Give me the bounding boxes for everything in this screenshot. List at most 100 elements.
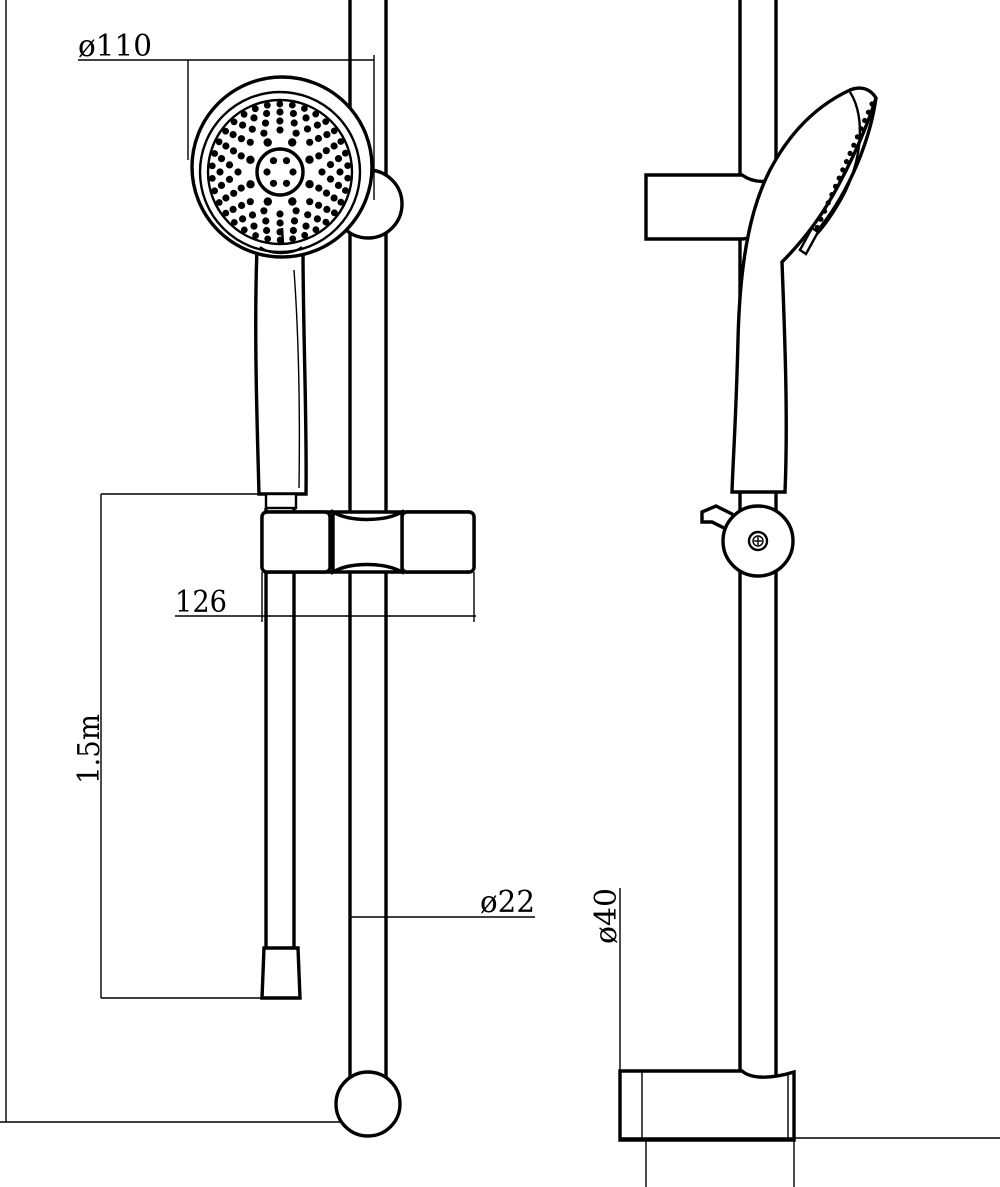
side-nozzle-dot [840,167,846,173]
nozzle-dot [288,138,297,147]
nozzle-dot [331,209,338,217]
nozzle-dot [264,235,272,243]
nozzle-dot [290,217,299,225]
nozzle-dot [240,110,248,118]
nozzle-dot [336,168,344,176]
nozzle-dot [302,222,310,230]
nozzle-dot [260,207,268,215]
nozzle-dot [222,127,230,135]
nozzle-dot [315,201,323,209]
nozzle-dot [342,187,349,194]
side-nozzle-dot [825,200,831,206]
nozzle-dot [290,119,298,127]
nozzle-dot [289,226,297,235]
nozzle-dot [260,129,268,137]
shower-hose [260,508,302,1000]
front-view: ø110 126 1.5m ø22 [0,0,535,1138]
dim-rail-diameter: ø22 [350,885,535,920]
sliding-holder-side [700,504,795,578]
dim-holder-width: 126 [175,572,476,622]
sliding-holder-front [260,509,476,575]
nozzle-dot [326,161,335,169]
nozzle-dot [312,226,320,234]
nozzle-dot [322,218,330,226]
side-view: ø40 [589,0,1000,1187]
nozzle-dot [216,168,224,176]
nozzle-dot [217,181,226,189]
nozzle-dot [230,219,238,226]
nozzle-dot [288,197,297,206]
label-head-diameter: ø110 [78,29,152,64]
nozzle-dot [342,149,349,157]
nozzle-dot [246,138,254,146]
nozzle-dot [323,205,331,213]
nozzle-dot [215,199,223,206]
nozzle-dot [246,198,254,206]
nozzle-pattern [208,100,352,244]
nozzle-dot [208,175,216,182]
shower-head-side [730,86,878,494]
side-nozzle-dot [847,150,853,156]
nozzle-dot [344,174,352,182]
label-bracket-diameter: ø40 [589,888,624,944]
label-hose-length: 1.5m [72,714,107,784]
nozzle-dot [276,126,284,134]
side-nozzle-dot [862,117,868,124]
dim-hose-length: 1.5m [72,493,262,999]
nozzle-dot [337,138,345,145]
nozzle-dot [248,211,257,219]
nozzle-dot [230,189,238,197]
nozzle-dot [292,129,300,137]
nozzle-dot [225,175,234,183]
nozzle-dot [288,101,296,109]
nozzle-dot [246,180,255,189]
nozzle-dot [250,222,258,230]
nozzle-dot [306,198,314,206]
nozzle-dot [222,142,230,150]
nozzle-dot [240,226,248,234]
side-nozzle-dot [843,159,850,165]
nozzle-dot [237,135,245,143]
nozzle-dot [330,194,338,202]
nozzle-dot [251,105,259,113]
nozzle-dot [239,121,247,129]
nozzle-dot [276,219,284,227]
nozzle-dot [301,105,308,112]
nozzle-dot [238,201,246,210]
nozzle-dot [289,235,297,243]
nozzle-dot [234,168,242,176]
nozzle-dot [306,138,314,146]
nozzle-dot [248,125,256,133]
nozzle-dot [305,180,314,189]
nozzle-dot [239,215,247,223]
nozzle-dot [330,142,338,150]
nozzle-dot [276,117,284,125]
nozzle-dot [276,210,284,218]
nozzle-dot [322,147,330,155]
nozzle-dot [263,138,272,147]
bottom-wall-bracket [334,1070,402,1138]
nozzle-dot [229,205,237,213]
nozzle-dot [276,236,284,244]
nozzle-dot [217,155,226,163]
nozzle-dot [263,109,271,118]
side-nozzle-dot [832,183,839,189]
nozzle-dot [301,231,309,239]
spray-selector [255,147,305,197]
nozzle-dot [246,155,255,164]
nozzle-dot [261,119,270,127]
nozzle-dot [229,147,238,155]
side-nozzle-dot [836,175,842,181]
nozzle-dot [326,175,335,183]
nozzle-dot [315,152,323,160]
nozzle-dot [237,152,245,160]
nozzle-dot [302,114,310,122]
dim-bracket-diameter: ø40 [589,888,624,1071]
nozzle-dot [276,228,284,236]
nozzle-dot [282,157,291,165]
nozzle-dot [222,209,230,217]
nozzle-dot [225,161,234,169]
nozzle-dot [322,118,330,125]
nozzle-dot [263,226,271,235]
